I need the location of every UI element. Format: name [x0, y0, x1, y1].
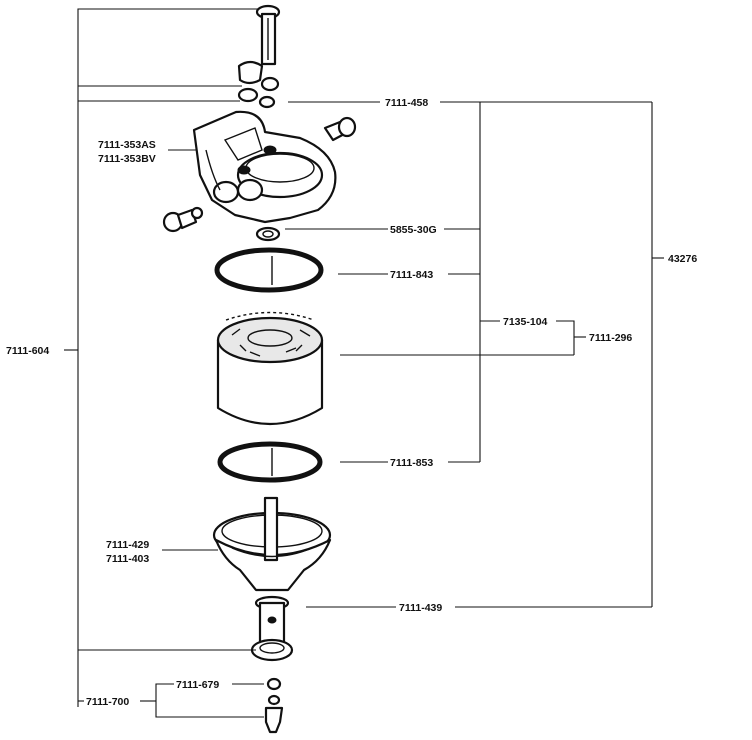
label-7111-843: 7111-843 — [390, 269, 433, 281]
part-number-labels: 7111-458 7111-353AS 7111-353BV 5855-30G … — [6, 97, 697, 708]
label-7111-439: 7111-439 — [399, 602, 442, 614]
label-7111-353as: 7111-353AS — [98, 139, 156, 151]
filter-head — [192, 110, 337, 224]
label-7111-700: 7111-700 — [86, 696, 129, 708]
bolt-washers — [237, 60, 280, 109]
drain-valve — [250, 595, 294, 662]
label-7111-353bv: 7111-353BV — [98, 153, 156, 165]
seal-5855-30g — [255, 226, 281, 242]
label-7111-429: 7111-429 — [106, 539, 149, 551]
label-7111-679: 7111-679 — [176, 679, 219, 691]
filter-element — [216, 311, 324, 425]
upper-sealing-ring — [214, 247, 324, 293]
label-43276: 43276 — [668, 253, 697, 265]
label-7111-403: 7111-403 — [106, 553, 149, 565]
label-7135-104: 7135-104 — [503, 316, 548, 328]
left-bleed-plug — [162, 206, 204, 233]
label-7111-604: 7111-604 — [6, 345, 49, 357]
top-bolt — [255, 4, 281, 66]
lower-sealing-ring — [217, 441, 323, 483]
right-bleed-plug — [323, 116, 357, 142]
drain-plug-parts — [264, 677, 284, 734]
label-7111-853: 7111-853 — [390, 457, 433, 469]
label-7111-296: 7111-296 — [589, 332, 632, 344]
sediment-bowl — [212, 496, 332, 592]
label-7111-458: 7111-458 — [385, 97, 428, 109]
label-5855-30g: 5855-30G — [390, 224, 437, 236]
leader-lines — [64, 8, 664, 718]
